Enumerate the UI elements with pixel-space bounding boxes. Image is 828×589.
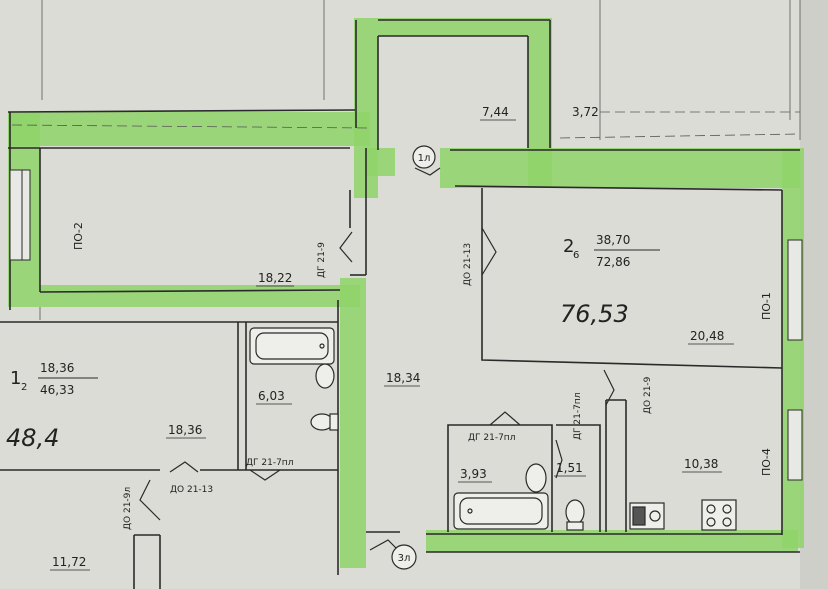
door-tag-1: ДГ 21-9: [317, 242, 327, 278]
area-room-18-36: 18,36: [168, 423, 202, 437]
area-balcony: 7,44: [482, 105, 509, 119]
area-kitchen: 10,38: [684, 457, 718, 471]
apartment-1-overall: 48,4: [6, 424, 59, 452]
apartment-1-number: 1: [10, 368, 21, 389]
area-3-72: 3,72: [572, 105, 599, 119]
tag-po4: ПО-4: [760, 448, 773, 476]
wall-tags: ПО-2 ПО-1 ПО-4: [72, 222, 773, 476]
door-tag-2: ДО 21-13: [463, 243, 473, 286]
marker-3l: 3л: [391, 544, 417, 570]
apartment-2-living: 38,70: [596, 233, 630, 247]
area-wc-right: 1,51: [556, 461, 583, 475]
tag-po1: ПО-1: [760, 292, 773, 320]
doors: [139, 167, 615, 553]
windows: [9, 169, 803, 481]
door-tag-6: ДГ 21-7пл: [246, 458, 293, 468]
room-areas: 7,44 3,72 18,22 20,48 18,34 6,03 18,36 3…: [50, 105, 734, 571]
wall-lines: [0, 19, 800, 589]
door-tag-4: ДО 21-9: [643, 376, 653, 414]
apartment-1-total: 46,33: [40, 383, 74, 397]
marker-1l: 1л: [412, 145, 436, 169]
svg-text:3л: 3л: [398, 553, 411, 564]
tag-po2: ПО-2: [72, 222, 85, 250]
door-tag-3: ДГ 21-7пл: [468, 433, 515, 443]
svg-text:1л: 1л: [418, 153, 431, 164]
apartment-2-sub: 6: [573, 250, 579, 261]
apartment-2-label: 2 6 38,70 72,86 76,53: [560, 233, 660, 328]
apartment-1-living: 18,36: [40, 361, 74, 375]
kitchen-stove: [701, 499, 737, 531]
drawing-lines: [11, 0, 801, 320]
sheet-edge: [800, 0, 828, 589]
door-tag-7: ДО 21-13: [170, 485, 213, 495]
area-bedroom-left: 18,22: [258, 271, 292, 285]
area-bath-right: 3,93: [460, 467, 487, 481]
apartment-2-overall: 76,53: [560, 300, 629, 328]
door-tags: ДГ 21-9 ДО 21-13 ДГ 21-7пл ДО 21-9 ДГ 21…: [123, 242, 653, 530]
area-room-11-72: 11,72: [52, 555, 86, 569]
door-tag-8: ДО 21-9л: [123, 487, 133, 530]
door-tag-5: ДГ 21-7пл: [573, 393, 583, 440]
toilets: [310, 363, 585, 531]
apartment-1-sub: 2: [21, 382, 27, 393]
apartment-2-number: 2: [563, 236, 574, 257]
apartment-2-total: 72,86: [596, 255, 630, 269]
area-hall: 18,34: [386, 371, 420, 385]
area-room-20-48: 20,48: [690, 329, 724, 343]
bathtub-lower: [453, 492, 549, 530]
area-bath-left: 6,03: [258, 389, 285, 403]
bathtub-upper: [249, 327, 335, 365]
kitchen-sink: [629, 502, 665, 530]
apartment-1-label: 1 2 18,36 46,33 48,4: [6, 361, 98, 452]
